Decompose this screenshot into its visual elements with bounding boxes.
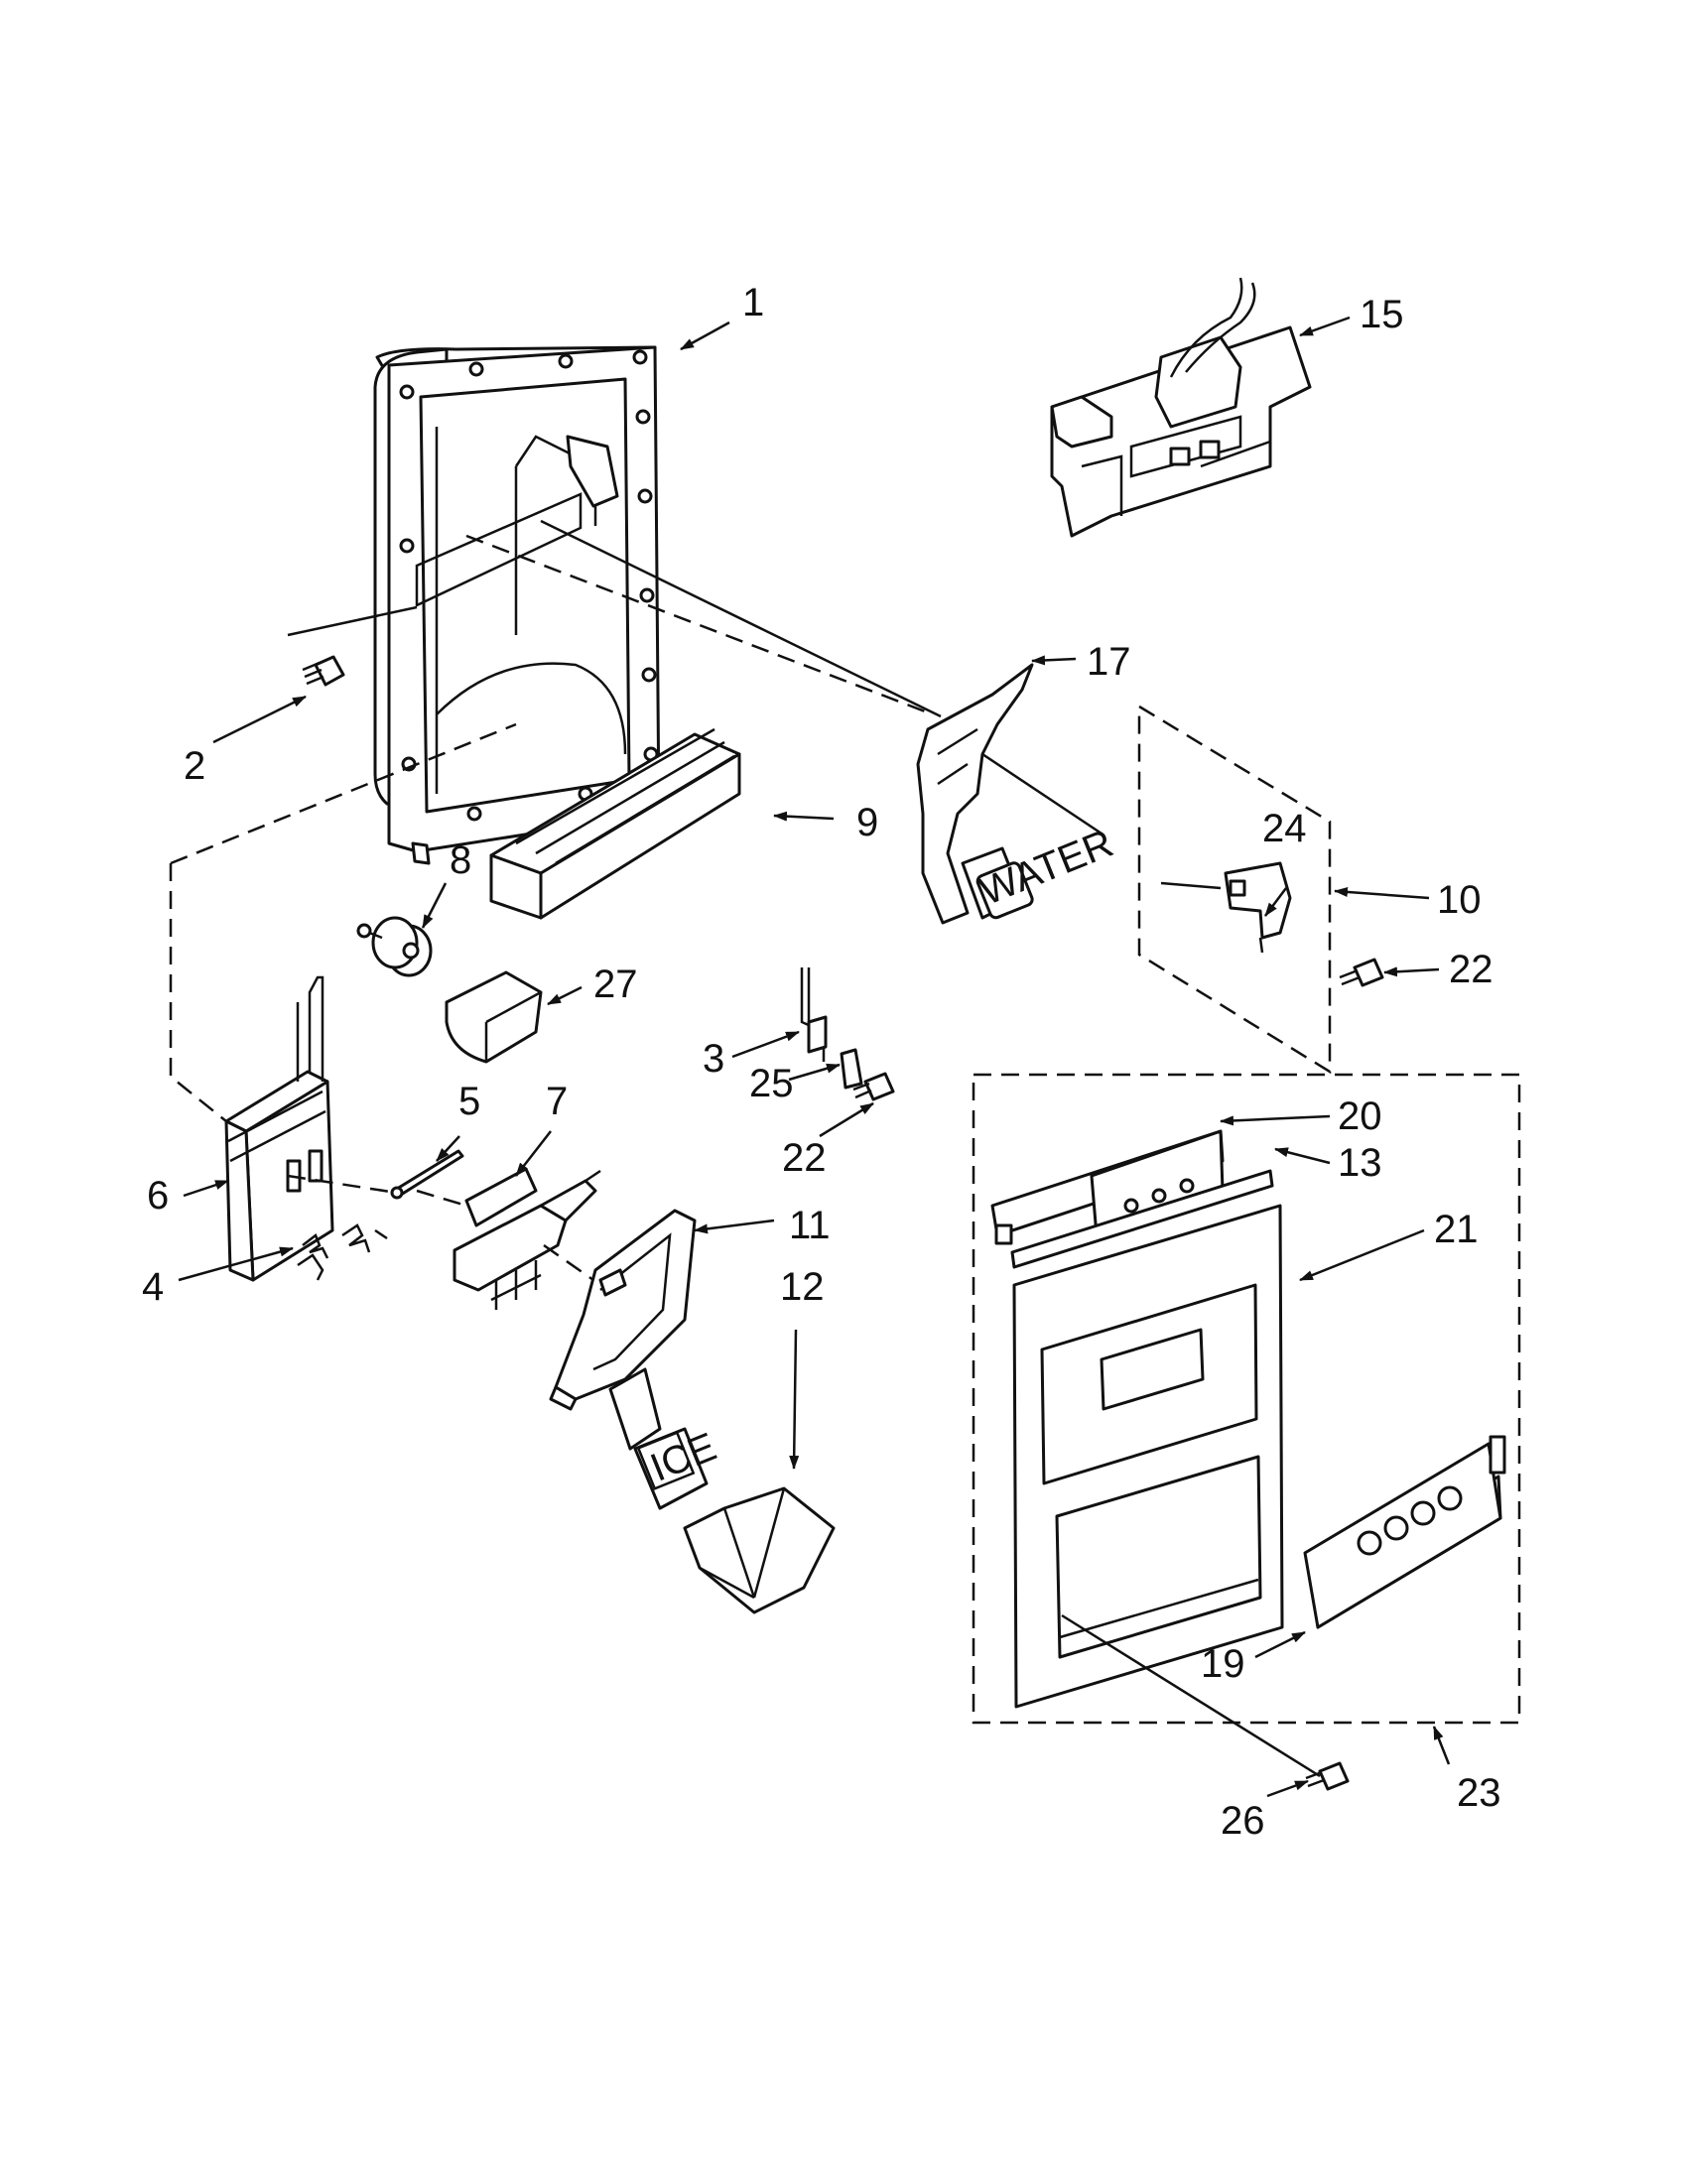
part-27-cover	[445, 970, 543, 1064]
callout-21: 21	[1434, 1208, 1479, 1251]
part-12-chute	[683, 1486, 836, 1614]
part-10-dashed-outline	[1137, 704, 1332, 1075]
callout-17: 17	[1087, 640, 1131, 684]
callout-11: 11	[789, 1204, 831, 1247]
part-15-control-housing	[1050, 277, 1312, 538]
part-24-switch	[1160, 861, 1292, 954]
callout-3: 3	[703, 1037, 724, 1081]
callout-25: 25	[749, 1062, 794, 1105]
callout-27: 27	[593, 963, 638, 1006]
water-pad-label: WATER	[974, 822, 1118, 914]
part-4-springs	[297, 1223, 388, 1281]
callout-9: 9	[856, 801, 878, 844]
callout-4: 4	[142, 1265, 164, 1309]
callout-13: 13	[1338, 1141, 1382, 1185]
part-17-water-paddle: WATER	[916, 663, 1119, 925]
part-2-screw	[302, 655, 345, 687]
leader-arrows	[178, 316, 1451, 1798]
part-22-screw-a	[1339, 958, 1384, 987]
part-9-drip-tray	[489, 727, 741, 920]
callout-24: 24	[1262, 807, 1307, 850]
callout-7: 7	[546, 1080, 568, 1123]
part-25-clip	[840, 1048, 863, 1090]
part-20-board	[990, 1129, 1225, 1245]
callout-6: 6	[147, 1174, 169, 1218]
part-11-ice-paddle: ICE	[549, 1209, 722, 1510]
part-19-control-panel	[1303, 1435, 1506, 1629]
callout-1: 1	[742, 281, 764, 324]
part-3-clip	[800, 967, 828, 1062]
callout-26: 26	[1221, 1799, 1265, 1843]
callout-8: 8	[450, 838, 471, 882]
callout-22-a: 22	[1449, 948, 1493, 991]
callout-19: 19	[1201, 1642, 1245, 1686]
callout-5: 5	[458, 1080, 480, 1123]
callout-20: 20	[1338, 1094, 1382, 1138]
callout-10: 10	[1437, 878, 1482, 922]
callout-12: 12	[780, 1265, 825, 1309]
callout-22-b: 22	[782, 1136, 827, 1180]
part-26-screw	[1305, 1761, 1350, 1791]
assembly-lines	[169, 492, 1321, 1778]
part-22-screw-b	[852, 1072, 895, 1101]
part-23-dashed-outline	[972, 1073, 1521, 1725]
part-1-dispenser-housing	[373, 345, 661, 865]
part-8-solenoid	[356, 916, 433, 977]
ice-pad-label: ICE	[644, 1425, 721, 1490]
callout-23: 23	[1457, 1771, 1501, 1815]
part-13-gasket	[1010, 1169, 1274, 1269]
part-21-door-panel	[1012, 1204, 1284, 1709]
part-7-actuator	[453, 1167, 601, 1310]
callout-labels: 1 2 3 4 5 6 7 8 9 10 11 12 13 15 17 19 2…	[142, 281, 1501, 1843]
part-5-pin	[390, 1149, 464, 1200]
callout-2: 2	[184, 744, 205, 788]
callout-15: 15	[1360, 293, 1404, 336]
part-6-module	[224, 975, 334, 1282]
